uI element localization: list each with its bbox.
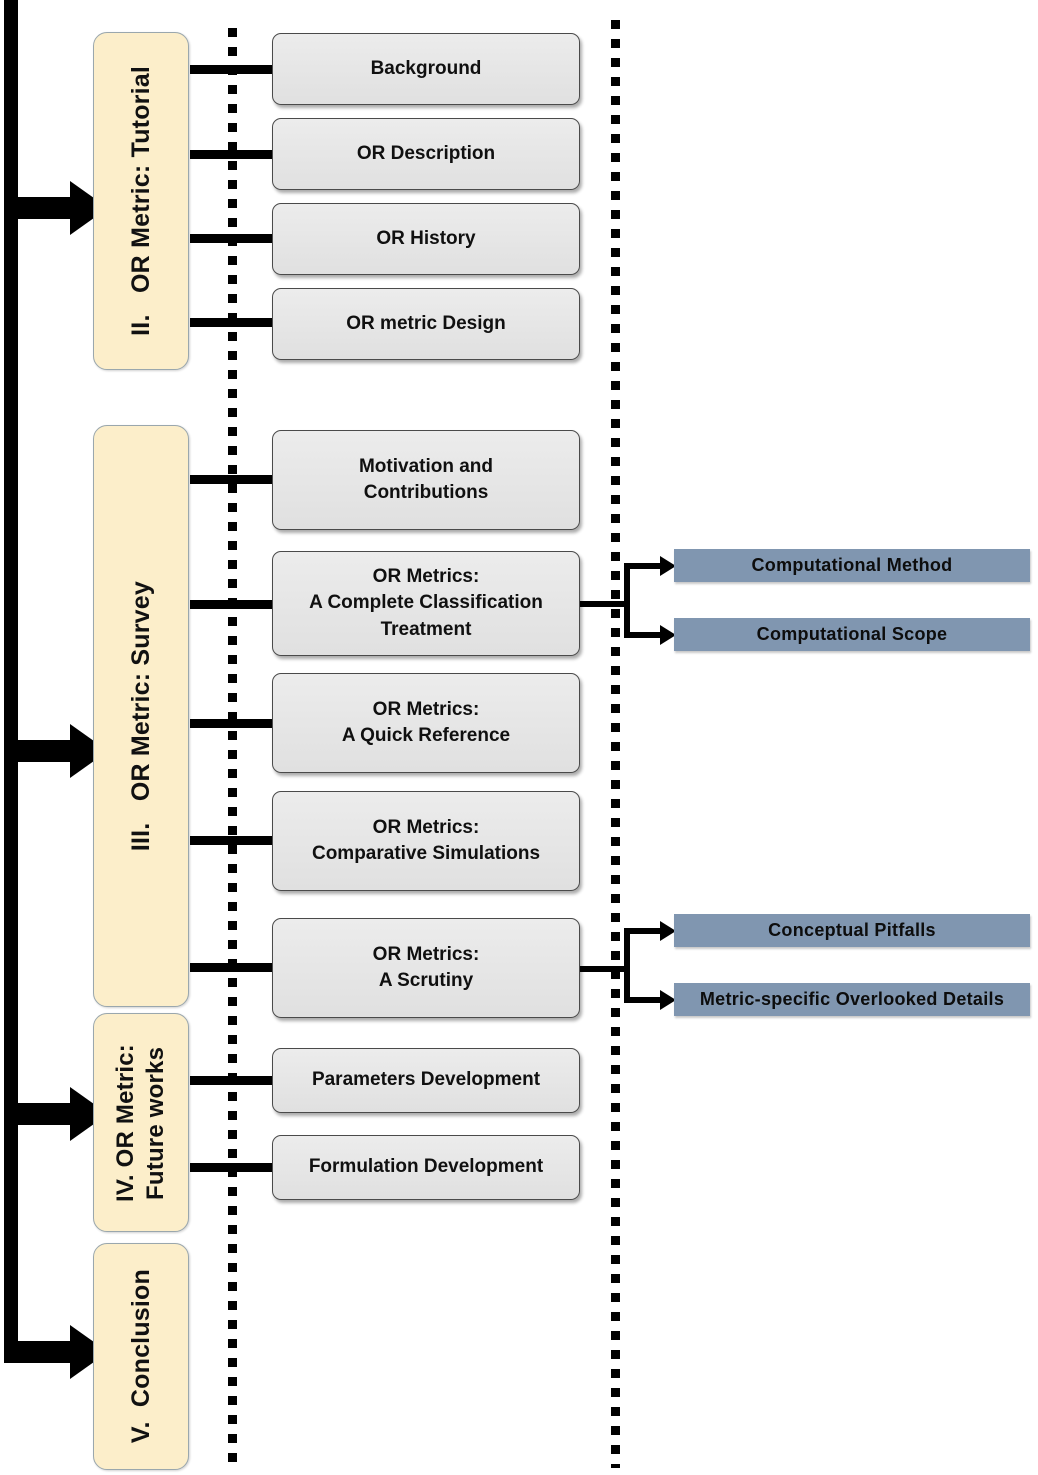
connector-tutorial-1 (190, 65, 274, 74)
section-label-conclusion: V. Conclusion (127, 1269, 155, 1444)
topic-label-background: Background (370, 57, 482, 79)
topic-box-parameters-development[interactable]: Parameters Development (272, 1048, 580, 1113)
topic-box-or-description[interactable]: OR Description (272, 118, 580, 190)
connector-survey-3 (190, 719, 274, 728)
fork-arrow-classification-top (660, 556, 676, 576)
fork-riser-scrutiny (624, 928, 630, 1003)
fork-riser-classification (624, 563, 630, 638)
section-block-tutorial[interactable]: II. OR Metric: Tutorial (93, 32, 189, 370)
leaf-box-conceptual-pitfalls[interactable]: Conceptual Pitfalls (674, 914, 1030, 947)
arrow-shaft-future-works (16, 1103, 72, 1125)
topic-label-motivation-contributions: Motivation and Contributions (358, 455, 494, 503)
connector-survey-1 (190, 475, 274, 484)
connector-survey-4 (190, 836, 274, 845)
dotted-guide-left (228, 28, 237, 1468)
leaf-label-computational-method: Computational Method (751, 555, 953, 575)
section-label-survey: III. OR Metric: Survey (127, 580, 155, 852)
topic-label-or-description: OR Description (356, 142, 496, 164)
topic-box-formulation-development[interactable]: Formulation Development (272, 1135, 580, 1200)
section-label-tutorial: II. OR Metric: Tutorial (127, 66, 155, 336)
topic-box-or-history[interactable]: OR History (272, 203, 580, 275)
topic-box-or-metric-design[interactable]: OR metric Design (272, 288, 580, 360)
section-label-future-works: IV. OR Metric: Future works (112, 1043, 169, 1202)
arrow-shaft-conclusion (16, 1341, 72, 1363)
connector-tutorial-4 (190, 318, 274, 327)
fork-arrow-scrutiny-top (660, 921, 676, 941)
topic-label-parameters-development: Parameters Development (311, 1069, 541, 1091)
section-block-conclusion[interactable]: V. Conclusion (93, 1243, 189, 1470)
topic-box-complete-classification[interactable]: OR Metrics: A Complete Classification Tr… (272, 551, 580, 656)
fork-branch-scrutiny-top (624, 928, 666, 934)
topic-label-scrutiny: OR Metrics: A Scrutiny (372, 943, 480, 991)
topic-box-quick-reference[interactable]: OR Metrics: A Quick Reference (272, 673, 580, 773)
fork-arrow-scrutiny-bottom (660, 990, 676, 1010)
fork-branch-classification-bottom (624, 632, 666, 638)
connector-survey-2 (190, 600, 274, 609)
arrow-shaft-tutorial (16, 197, 72, 219)
leaf-box-computational-scope[interactable]: Computational Scope (674, 618, 1030, 651)
fork-branch-scrutiny-bottom (624, 997, 666, 1003)
section-block-future-works[interactable]: IV. OR Metric: Future works (93, 1013, 189, 1232)
connector-future-works-1 (190, 1076, 274, 1085)
leaf-label-conceptual-pitfalls: Conceptual Pitfalls (768, 920, 936, 940)
topic-label-or-history: OR History (376, 227, 476, 249)
topic-label-or-metric-design: OR metric Design (346, 312, 506, 334)
topic-label-complete-classification: OR Metrics: A Complete Classification Tr… (309, 566, 543, 640)
connector-survey-5 (190, 963, 274, 972)
topic-box-comparative-simulations[interactable]: OR Metrics: Comparative Simulations (272, 791, 580, 891)
leaf-label-computational-scope: Computational Scope (756, 624, 948, 644)
leaf-box-metric-specific-overlooked-details[interactable]: Metric-specific Overlooked Details (674, 983, 1030, 1016)
topic-box-scrutiny[interactable]: OR Metrics: A Scrutiny (272, 918, 580, 1018)
topic-box-motivation-contributions[interactable]: Motivation and Contributions (272, 430, 580, 530)
fork-arrow-classification-bottom (660, 625, 676, 645)
leaf-label-metric-specific-overlooked-details: Metric-specific Overlooked Details (699, 989, 1005, 1009)
topic-label-comparative-simulations: OR Metrics: Comparative Simulations (311, 816, 541, 864)
topic-box-background[interactable]: Background (272, 33, 580, 105)
fork-stem-classification (580, 601, 630, 607)
topic-label-quick-reference: OR Metrics: A Quick Reference (341, 698, 511, 746)
fork-branch-classification-top (624, 563, 666, 569)
dotted-guide-right (611, 20, 620, 1468)
leaf-box-computational-method[interactable]: Computational Method (674, 549, 1030, 582)
fork-stem-scrutiny (580, 966, 630, 972)
topic-label-formulation-development: Formulation Development (308, 1156, 544, 1178)
main-spine-line (4, 0, 18, 1363)
connector-tutorial-2 (190, 150, 274, 159)
connector-future-works-2 (190, 1163, 274, 1172)
section-block-survey[interactable]: III. OR Metric: Survey (93, 425, 189, 1007)
arrow-shaft-survey (16, 740, 72, 762)
connector-tutorial-3 (190, 234, 274, 243)
